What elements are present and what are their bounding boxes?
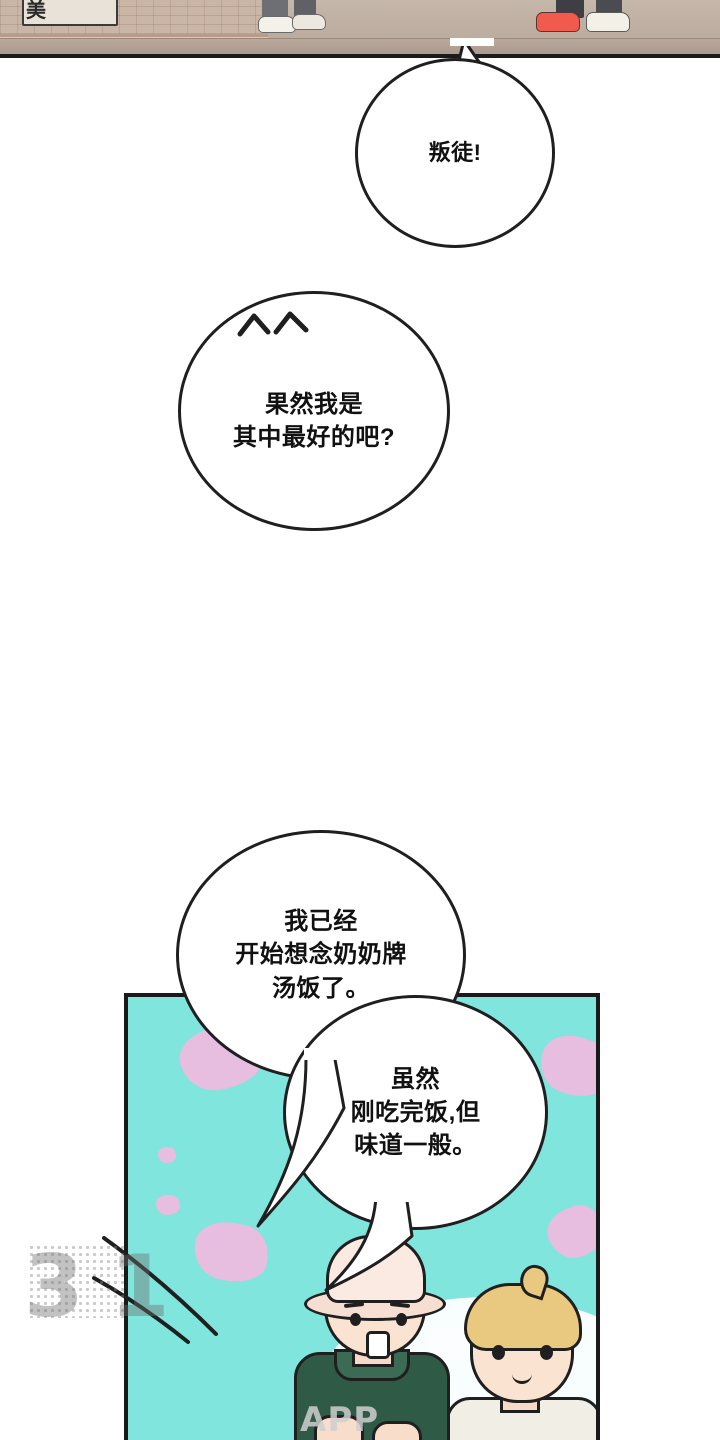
boy-hand [314, 1415, 364, 1440]
blonde-boy-eye [540, 1345, 553, 1360]
speech-bubble-1: 叛徒! [355, 58, 555, 248]
boy-eye [396, 1313, 407, 1326]
speech-bubble-3-text: 我已经 开始想念奶奶牌 汤饭了。 [235, 908, 407, 1002]
decor-blob [156, 1195, 180, 1215]
speech-bubble-2-text: 果然我是 其中最好的吧? [232, 390, 396, 451]
speech-bubble-4: 虽然 刚吃完饭,但 味道一般。 [283, 995, 548, 1230]
boy-eye [350, 1313, 361, 1326]
speech-bubble-2: 果然我是 其中最好的吧? [178, 291, 450, 531]
decor-blob [158, 1147, 176, 1163]
bubble-3-tail [248, 1048, 358, 1233]
shop-sign-text: 美 [26, 0, 48, 22]
blonde-boy-hair [464, 1283, 582, 1351]
shoe [586, 12, 630, 32]
speech-bubble-4-text: 虽然 刚吃完饭,但 味道一般。 [350, 1065, 481, 1160]
shop-sign [22, 0, 118, 26]
watermark-logo: 3 1 [24, 1237, 170, 1337]
decor-blob [541, 1198, 596, 1266]
bubble-4-tail [318, 1190, 428, 1300]
motion-lines [92, 1230, 232, 1355]
watermark-app-label: APP [300, 1400, 380, 1440]
speech-bubble-1-text: 叛徒! [428, 139, 482, 165]
panel-divider [0, 54, 720, 58]
eyebrow-emote-icon [236, 308, 310, 349]
strip-ground [268, 0, 720, 40]
blonde-boy-mouth [512, 1373, 532, 1384]
shoe [258, 16, 296, 33]
previous-panel-sliver: 美 [0, 0, 720, 56]
shoe [536, 12, 580, 32]
shoe [292, 14, 326, 30]
watermark-dot-texture [28, 1244, 124, 1318]
boy-mouth [366, 1331, 390, 1359]
pavement [0, 38, 720, 56]
blonde-boy-eye [492, 1345, 505, 1360]
boy-hand [372, 1421, 422, 1440]
